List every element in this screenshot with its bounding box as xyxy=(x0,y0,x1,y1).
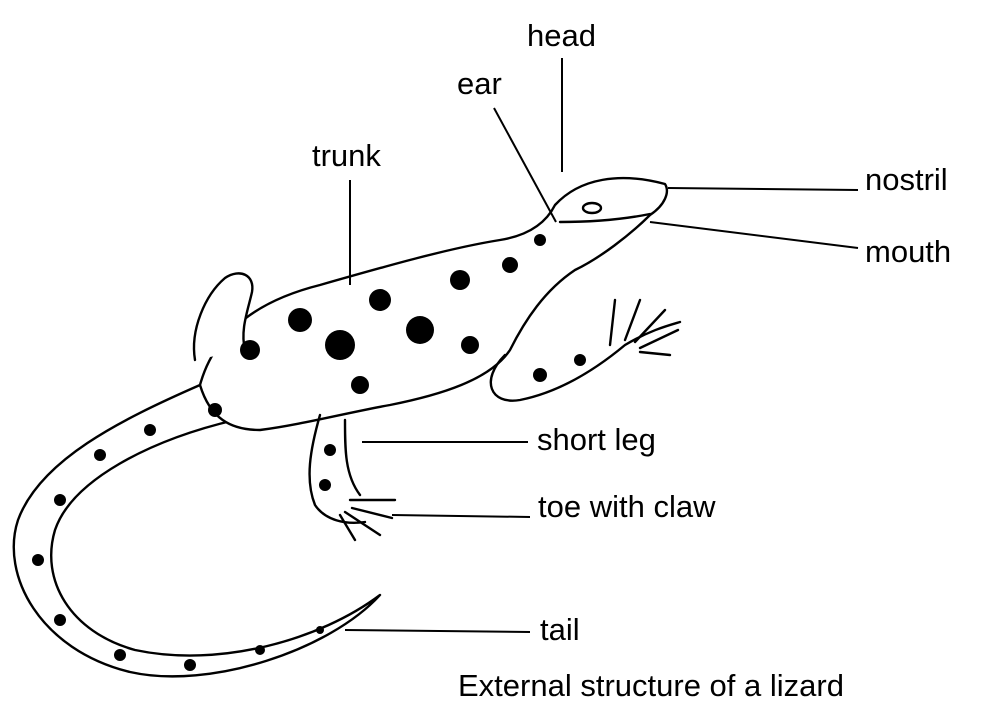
label-trunk: trunk xyxy=(312,138,381,174)
label-ear: ear xyxy=(457,66,502,102)
label-tail: tail xyxy=(540,612,580,648)
lizard-front-toes xyxy=(610,300,678,355)
label-mouth: mouth xyxy=(865,234,951,270)
label-head: head xyxy=(527,18,596,54)
figure-caption: External structure of a lizard xyxy=(458,668,844,704)
lizard-eye xyxy=(583,203,601,213)
label-toe-with-claw: toe with claw xyxy=(538,489,715,525)
label-short-leg: short leg xyxy=(537,422,656,458)
lizard-rear-toes xyxy=(340,500,395,540)
leader-toe-with-claw xyxy=(392,515,530,517)
leader-tail xyxy=(345,630,530,632)
leader-nostril xyxy=(668,188,858,190)
lizard-tail xyxy=(14,385,380,676)
label-nostril: nostril xyxy=(865,162,948,198)
lizard-trunk xyxy=(200,178,667,430)
leader-mouth xyxy=(650,222,858,248)
leader-ear xyxy=(494,108,556,222)
lizard-short-leg xyxy=(310,415,365,523)
